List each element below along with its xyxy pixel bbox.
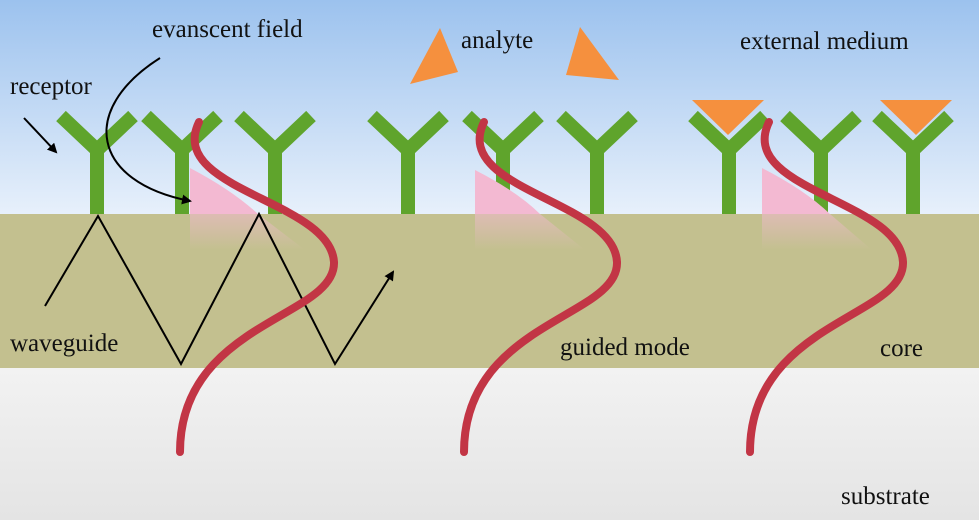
waveguide-label: waveguide <box>10 330 119 357</box>
substrate-label: substrate <box>841 483 930 510</box>
receptor <box>872 110 954 214</box>
receptor <box>688 110 770 214</box>
receptor <box>556 110 638 214</box>
evanescent-pointer-arrow <box>105 57 192 205</box>
guided-mode-profile <box>746 118 908 456</box>
light-ray <box>44 211 395 367</box>
evanescent-field-label: evanscent field <box>152 16 303 43</box>
guided-mode-profile <box>460 118 622 456</box>
receptor <box>367 110 449 214</box>
analyte-bound <box>880 100 952 135</box>
analyte-bound <box>692 100 764 135</box>
analyte-free <box>410 28 458 84</box>
core-label: core <box>880 335 924 362</box>
receptor <box>780 110 862 214</box>
guided-mode-label: guided mode <box>560 334 690 361</box>
guided-mode-group <box>176 118 908 456</box>
external-medium-label: external medium <box>740 28 909 55</box>
evanescent-field <box>190 168 872 250</box>
receptor-group <box>56 110 954 214</box>
receptor-label: receptor <box>10 73 92 100</box>
substrate-layer <box>0 368 979 520</box>
receptor <box>56 110 138 214</box>
analyte-label: analyte <box>461 27 534 54</box>
receptor-pointer-arrow <box>23 117 58 154</box>
guided-mode-profile <box>176 118 339 456</box>
analyte-free <box>566 27 619 80</box>
